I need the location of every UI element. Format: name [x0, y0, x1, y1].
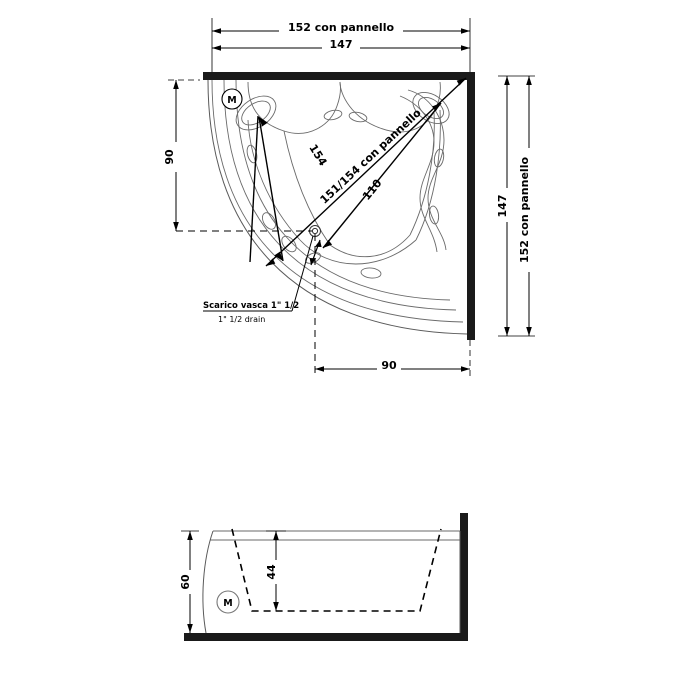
elevation-interior-dashed [231, 528, 442, 612]
motor-marker-plan: M [221, 88, 243, 110]
dim-top-outer-label: 152 con pannello [288, 21, 394, 34]
dim-right-outer-152: 152 con pannello [518, 76, 535, 336]
dim-diagonal-110-label: 110 [360, 177, 385, 203]
dim-bottom-90: 90 [315, 340, 471, 378]
drain-label-en: 1" 1/2 drain [218, 315, 265, 324]
elevation-rim [210, 530, 460, 541]
drain-label-it: Scarico vasca 1" 1/2 [203, 301, 299, 311]
dim-elev-44-label: 44 [265, 564, 278, 580]
plan-walls [203, 72, 475, 340]
plan-view-group: 152 con pannello 147 [163, 18, 535, 378]
dim-diagonal-154 [249, 115, 259, 263]
motor-marker-plan-label: M [227, 95, 236, 106]
dim-left-90-label: 90 [163, 149, 176, 165]
dim-elev-60-label: 60 [179, 574, 192, 590]
dim-right-inner-label: 147 [496, 195, 509, 218]
dim-right-inner-147: 147 [496, 75, 535, 337]
dim-diagonal-154-label: 154 [306, 142, 329, 169]
dim-elev-60: 60 [179, 530, 199, 633]
elevation-view-group: 60 44 M [179, 513, 468, 641]
elevation-walls [184, 513, 468, 641]
dim-top-inner-label: 147 [330, 38, 353, 51]
dim-drain-offset [309, 239, 322, 266]
dim-left-90: 90 [163, 79, 200, 231]
dim-top-inner: 147 [212, 38, 470, 51]
dim-right-outer-label: 152 con pannello [518, 157, 531, 263]
plan-reference-lines [176, 230, 316, 378]
dim-elev-44: 44 [265, 530, 286, 611]
dim-bottom-90-label: 90 [381, 359, 397, 372]
plan-extension-lines [211, 18, 471, 72]
dim-top-outer: 152 con pannello [212, 21, 470, 34]
motor-marker-elevation: M [216, 590, 240, 614]
elevation-panel [202, 530, 461, 634]
drain-leader [203, 235, 314, 312]
motor-marker-elevation-label: M [223, 598, 232, 609]
